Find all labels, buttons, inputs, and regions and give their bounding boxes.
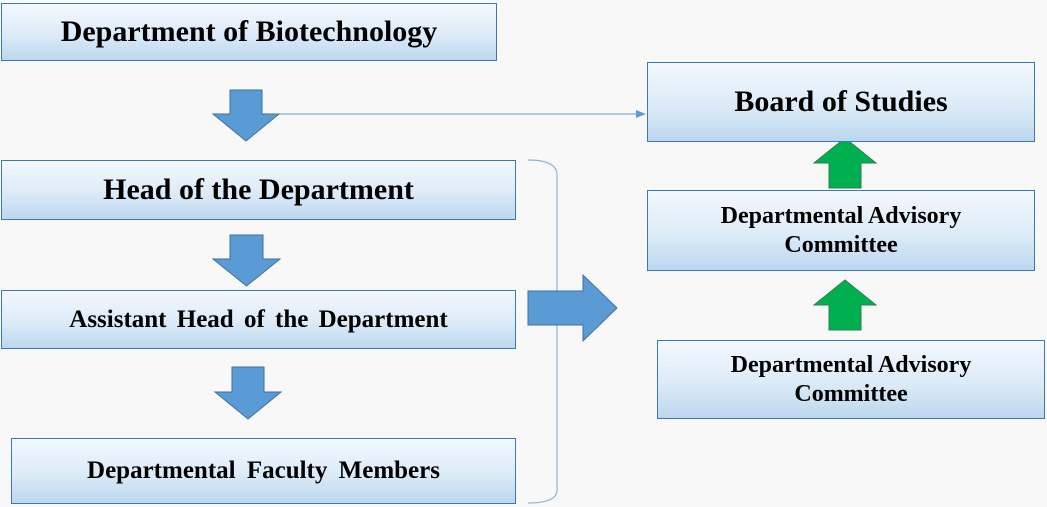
down-arrow-hod-to-assistant [211, 234, 282, 287]
assistant-head-box: Assistant Head of the Department [1, 290, 516, 349]
right-arrow-to-committees [527, 273, 618, 343]
department-box: Department of Biotechnology [1, 3, 497, 61]
advisory-committee-upper-box: Departmental Advisory Committee [647, 190, 1035, 271]
advisory-committee-lower-label: Departmental Advisory Committee [730, 351, 972, 407]
faculty-members-label: Departmental Faculty Members [87, 457, 440, 484]
group-bracket [527, 159, 558, 504]
advisory-committee-upper-label: Departmental Advisory Committee [720, 202, 962, 258]
board-of-studies-label: Board of Studies [734, 85, 948, 118]
faculty-members-box: Departmental Faculty Members [11, 438, 516, 504]
board-of-studies-box: Board of Studies [647, 62, 1035, 142]
assistant-head-label: Assistant Head of the Department [69, 305, 448, 333]
advisory-committee-lower-box: Departmental Advisory Committee [657, 340, 1045, 419]
head-of-department-box: Head of the Department [1, 160, 516, 220]
head-of-department-label: Head of the Department [103, 173, 414, 206]
up-arrow-committee-to-board [812, 137, 878, 189]
down-arrow-dept-to-hod [211, 89, 281, 142]
department-label: Department of Biotechnology [60, 15, 438, 48]
up-arrow-committee-to-committee [812, 279, 878, 331]
down-arrow-assistant-to-faculty [213, 366, 283, 420]
